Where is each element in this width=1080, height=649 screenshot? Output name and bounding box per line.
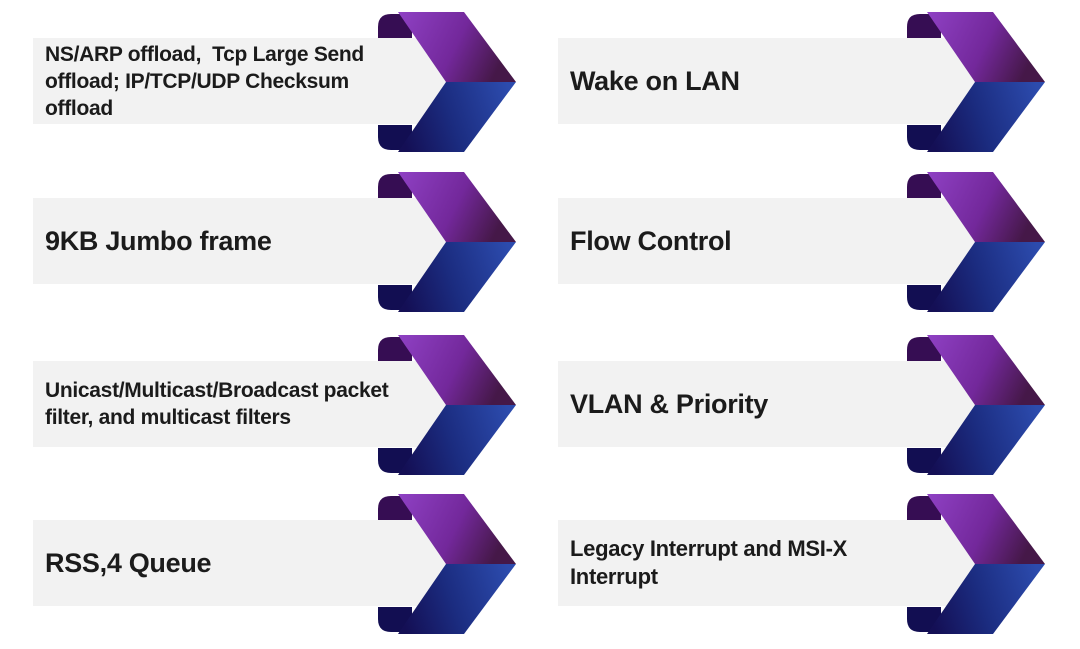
chevron-arrow-icon (907, 494, 1045, 634)
chevron-arrow-icon (378, 494, 516, 634)
chevron-arrow-icon (378, 172, 516, 312)
feature-bar: Wake on LAN (558, 38, 978, 124)
feature-bar: Legacy Interrupt and MSI-X Interrupt (558, 520, 978, 606)
feature-label: NS/ARP offload, Tcp Large Send offload; … (45, 42, 370, 120)
chevron-arrow-icon (907, 335, 1045, 475)
chevron-arrow-icon (907, 12, 1045, 152)
feature-label: VLAN & Priority (570, 389, 769, 419)
feature-bar: 9KB Jumbo frame (33, 198, 455, 284)
feature-label: Unicast/Multicast/Broadcast packet filte… (45, 379, 394, 429)
chevron-arrow-icon (378, 12, 516, 152)
feature-bar: NS/ARP offload, Tcp Large Send offload; … (33, 38, 455, 124)
feature-bar: VLAN & Priority (558, 361, 978, 447)
feature-bar: Flow Control (558, 198, 978, 284)
feature-label: Legacy Interrupt and MSI-X Interrupt (570, 536, 853, 589)
feature-label: Flow Control (570, 226, 732, 256)
feature-bar: RSS,4 Queue (33, 520, 455, 606)
chevron-arrow-icon (378, 335, 516, 475)
chevron-arrow-icon (907, 172, 1045, 312)
feature-label: Wake on LAN (570, 66, 740, 96)
feature-label: RSS,4 Queue (45, 548, 212, 578)
feature-label: 9KB Jumbo frame (45, 226, 272, 256)
feature-bar: Unicast/Multicast/Broadcast packet filte… (33, 361, 455, 447)
